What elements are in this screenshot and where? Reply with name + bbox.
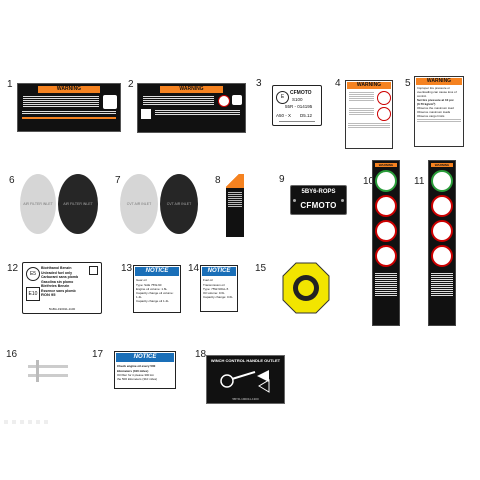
item-number-10: 10	[363, 176, 375, 187]
label-17-notice: NOTICE Check engine oil every 500 kilome…	[114, 351, 176, 389]
item-number-11: 11	[414, 176, 425, 187]
no-passenger-icon	[375, 195, 397, 217]
warning-header: WARNING	[347, 82, 391, 89]
brand-logo-text: CFMOTO	[300, 201, 337, 210]
item-number-5: 5	[405, 78, 411, 89]
item-number-17: 17	[92, 349, 104, 360]
label-9-rops-plate: 5BY6-ROPS CFMOTO	[290, 185, 347, 215]
item-number-9: 9	[279, 174, 285, 185]
label-5-warning: WARNING Improper tire pressure or overlo…	[414, 76, 464, 147]
rivet-icon	[293, 199, 296, 202]
seatbelt-icon	[431, 170, 453, 192]
no-road-icon	[431, 245, 453, 267]
no-alcohol-icon	[431, 220, 453, 242]
item-number-4: 4	[335, 78, 341, 89]
warning-header: WARNING	[375, 163, 397, 167]
label-1-warning: WARNING	[17, 83, 121, 132]
label-13-notice: NOTICE Gear oil Type: SAE 75W-90 Engine …	[133, 265, 181, 313]
item-number-3: 3	[256, 78, 262, 89]
label-3-homologation: E CFMOTO S100 55R - 014195 A50 - X D5.12	[272, 85, 322, 126]
no-road-icon	[375, 245, 397, 267]
e5-mark: E5	[26, 267, 40, 281]
label-14-notice: NOTICE Fuel oil Transmission oil Type: 7…	[200, 265, 238, 312]
label-12-fuel: E5 E10 Bioéthanol Benzin Unleaded fuel o…	[22, 262, 102, 314]
warning-header: WARNING	[431, 163, 453, 167]
item-number-1: 1	[7, 79, 13, 90]
label-18-winch-outlet: WINCH CONTROL HANDLE OUTLET 5BYD-190011-…	[206, 355, 285, 404]
rider-icon	[141, 109, 151, 119]
seatbelt-icon	[375, 170, 397, 192]
e10-mark: E10	[26, 287, 40, 301]
warning-header: WARNING	[38, 86, 100, 93]
item-number-13: 13	[121, 263, 133, 274]
no-passenger-icon	[431, 195, 453, 217]
label-10-vertical-warning: WARNING	[372, 160, 400, 326]
no-passenger-icon	[377, 91, 391, 105]
label-6-disc-light: AIR FILTER INLET	[20, 174, 56, 234]
item-number-16: 16	[6, 349, 18, 360]
item-number-18: 18	[195, 349, 207, 360]
item-number-6: 6	[9, 175, 15, 186]
warning-pictogram-icon	[103, 95, 117, 109]
helmet-icon	[232, 95, 242, 105]
label-15-octagon-ring	[282, 262, 330, 314]
brand-text: CFMOTO	[290, 90, 312, 96]
item-number-12: 12	[7, 263, 19, 274]
label-7-disc-light: CVT AIR INLET	[120, 174, 158, 234]
label-4-warning: WARNING	[345, 80, 393, 149]
label-16-strip-top	[28, 365, 68, 368]
label-8-warning-strip	[226, 174, 244, 237]
item-number-7: 7	[115, 175, 121, 186]
item-number-2: 2	[128, 79, 134, 90]
label-11-vertical-warning: WARNING	[428, 160, 456, 326]
warning-header: WARNING	[160, 86, 223, 93]
notice-header: NOTICE	[202, 267, 236, 276]
label-6-disc-dark: AIR FILTER INLET	[58, 174, 98, 234]
prohibition-icon	[218, 95, 230, 107]
notice-header: NOTICE	[135, 267, 179, 276]
no-alcohol-icon	[375, 220, 397, 242]
winch-handle-icon	[220, 370, 270, 393]
no-road-icon	[377, 107, 391, 121]
label-2-warning: WARNING	[137, 83, 246, 133]
watermark-dots	[4, 420, 48, 424]
item-number-8: 8	[215, 175, 221, 186]
label-16-strip-vertical	[36, 360, 39, 382]
item-number-14: 14	[188, 263, 200, 274]
rivet-icon	[341, 199, 344, 202]
fuel-pump-icon	[89, 266, 98, 275]
notice-header: NOTICE	[116, 353, 174, 362]
item-number-15: 15	[255, 263, 267, 274]
e-mark-icon: E	[276, 91, 289, 104]
warning-header: WARNING	[416, 78, 462, 85]
label-7-disc-dark: CVT AIR INLET	[160, 174, 198, 234]
label-16-strip-bottom	[28, 374, 68, 377]
